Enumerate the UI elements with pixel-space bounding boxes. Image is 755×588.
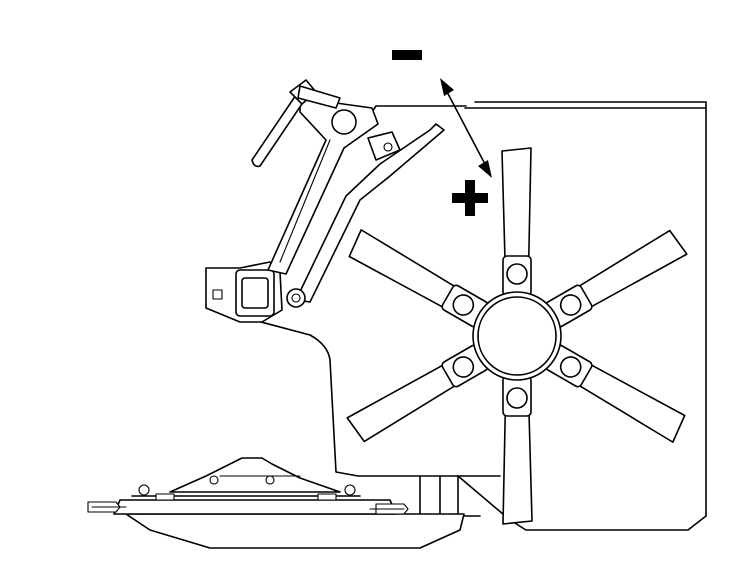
tine-spring-coil: [452, 294, 475, 316]
rotor-tines: [346, 147, 688, 525]
tine-spring-coil: [506, 387, 528, 409]
tine-spring-coil: [559, 294, 582, 316]
cutter-bar: [87, 457, 465, 549]
bracket-hole: [212, 289, 223, 300]
arm-bracket: [205, 261, 283, 323]
tine-spring-coil: [559, 356, 582, 378]
tine-spring-coil: [506, 263, 528, 285]
rotor-hub: [472, 291, 562, 381]
tine-spring-coil: [452, 356, 475, 378]
tine-arm: [501, 147, 532, 297]
plus-symbol: [452, 180, 488, 216]
link-pin: [383, 142, 393, 152]
arm-pivot-bolt: [331, 109, 357, 135]
minus-symbol: [392, 50, 422, 60]
tine-arm: [502, 375, 533, 525]
tedder-rotor: [346, 147, 688, 525]
adjustment-arrow: [440, 78, 492, 178]
handle-lever: [251, 79, 341, 168]
tine-arm: [545, 344, 686, 443]
tine-arm: [545, 229, 688, 328]
tine-arm: [348, 229, 489, 328]
tine-arm: [346, 344, 489, 443]
adjustment-arm: [267, 97, 445, 308]
